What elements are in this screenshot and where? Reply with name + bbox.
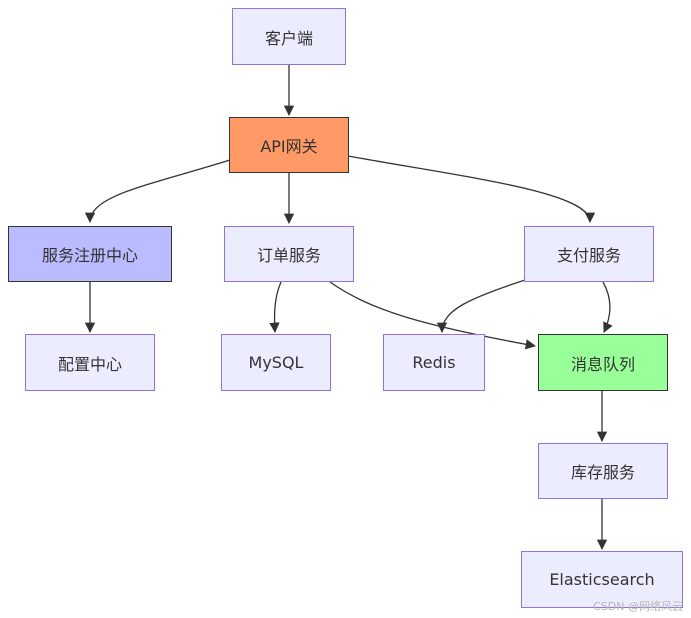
edge-order-mysql	[269, 281, 282, 334]
node-inventory-service: 库存服务	[538, 443, 668, 499]
edge-payment-redis	[436, 279, 526, 334]
edge-gateway-payment	[347, 155, 596, 224]
node-config-center: 配置中心	[25, 334, 155, 391]
edge-order-mq	[329, 281, 537, 350]
node-payment-service: 支付服务	[524, 226, 654, 282]
node-message-queue: 消息队列	[538, 334, 668, 391]
node-elasticsearch: Elasticsearch	[521, 551, 683, 608]
node-order-service: 订单服务	[224, 226, 354, 282]
node-client: 客户端	[232, 8, 346, 65]
node-service-registry: 服务注册中心	[8, 226, 172, 282]
node-mysql: MySQL	[221, 334, 331, 391]
edge-payment-mq	[602, 281, 613, 333]
edge-gateway-registry	[84, 159, 231, 224]
node-redis: Redis	[383, 334, 485, 391]
watermark: CSDN @网络风云	[593, 600, 683, 613]
node-api-gateway: API网关	[229, 117, 349, 173]
